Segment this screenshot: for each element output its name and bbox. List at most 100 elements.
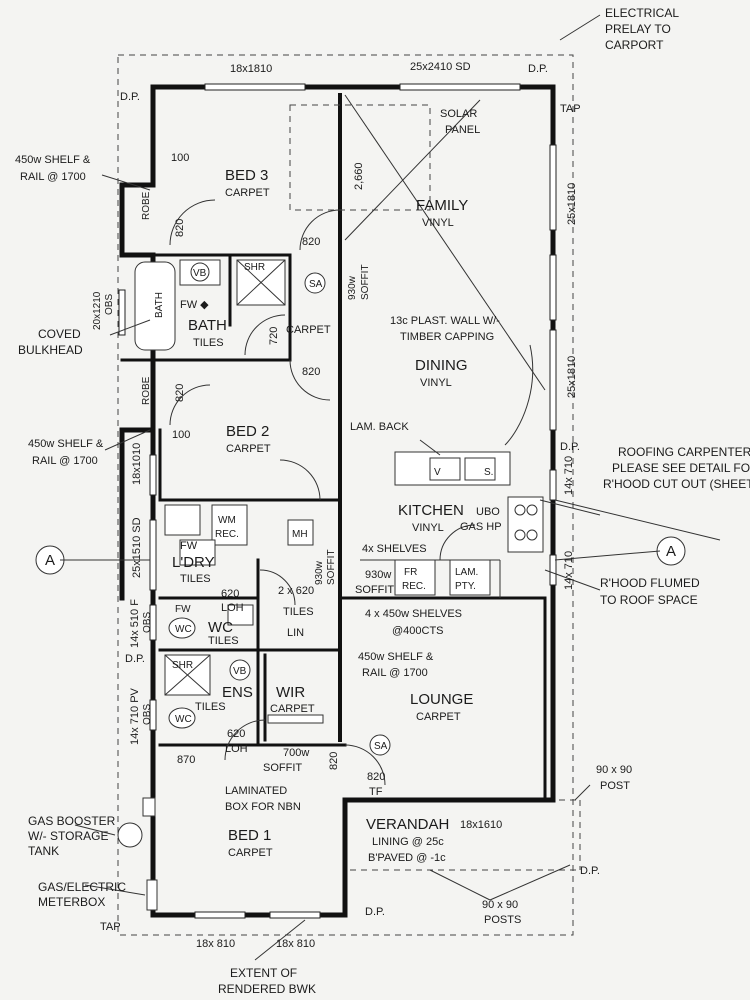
room-ens-floor: TILES <box>195 701 226 713</box>
mh-label: MH <box>292 529 308 540</box>
note-nbn-2: BOX FOR NBN <box>225 801 301 813</box>
soffit-700-2: SOFFIT <box>263 762 302 774</box>
room-lin-floor: TILES <box>283 606 314 618</box>
windows <box>118 83 557 919</box>
tf-820-b: TF <box>369 786 383 798</box>
room-family-floor: VINYL <box>422 217 454 229</box>
room-bed2-name: BED 2 <box>226 423 269 440</box>
sink-s: S. <box>484 467 493 478</box>
shr-bath: SHR <box>244 262 265 273</box>
dim-720: 720 <box>268 327 280 345</box>
dim-820-lounge: 820 <box>328 752 340 770</box>
soffit-700-1: 700w <box>283 747 309 759</box>
note-rhood-2: TO ROOF SPACE <box>600 593 698 607</box>
room-bed3-floor: CARPET <box>225 187 270 199</box>
dim-top-2410: 25x2410 SD <box>410 61 471 73</box>
dp-verandah: D.P. <box>580 865 600 877</box>
room-wc-name: WC <box>208 619 233 636</box>
note-solar-2: PANEL <box>445 124 480 136</box>
dim-820-robe3: 820 <box>174 219 186 237</box>
note-verandah-lining-2: B'PAVED @ -1c <box>368 852 446 864</box>
cooktop <box>507 496 544 553</box>
dim-right-1810-b: 25x1810 <box>566 356 578 398</box>
note-electrical-2: PRELAY TO <box>605 22 671 36</box>
dim-left-710pv: 14x 710 PV <box>129 687 141 745</box>
note-electrical-3: CARPORT <box>605 38 664 52</box>
note-electrical-1: ELECTRICAL <box>605 6 679 20</box>
note-rhood-1: R'HOOD FLUMED <box>600 576 700 590</box>
room-bed1-floor: CARPET <box>228 847 273 859</box>
note-shelf-bed3-2: RAIL @ 1700 <box>20 171 86 183</box>
dp-top-right: D.P. <box>528 63 548 75</box>
dim-top-1810: 18x1810 <box>230 63 272 75</box>
wm-rec: REC. <box>215 529 239 540</box>
wir-shelf <box>267 714 324 724</box>
note-coved-2: BULKHEAD <box>18 343 83 357</box>
leaders <box>60 14 661 961</box>
room-lin-name: LIN <box>287 627 304 639</box>
fw-bath: FW ◆ <box>180 299 209 311</box>
dim-left-1510: 25x1510 SD <box>131 517 143 578</box>
note-post-1: 90 x 90 <box>596 764 632 776</box>
room-dining-floor: VINYL <box>420 377 452 389</box>
room-lounge-floor: CARPET <box>416 711 461 723</box>
robe-bed2: ROBE <box>141 376 152 405</box>
dim-870: 870 <box>177 754 195 766</box>
note-verandah-lining-1: LINING @ 25c <box>372 836 444 848</box>
note-gas-booster-2: W/- STORAGE <box>28 829 108 843</box>
note-posts-2: POSTS <box>484 914 521 926</box>
note-roofing-1: ROOFING CARPENTER <box>618 445 750 459</box>
dp-top-left: D.P. <box>120 91 140 103</box>
site-boundary <box>117 54 574 936</box>
loh-620-2b: LOH <box>225 743 248 755</box>
room-verandah-name: VERANDAH <box>366 816 449 833</box>
note-posts-1: 90 x 90 <box>482 899 518 911</box>
note-rendered-1: EXTENT OF <box>230 966 297 980</box>
note-shelf-bed2-1: 450w SHELF & <box>28 438 104 450</box>
soffit-930-lin-2: SOFFIT <box>326 549 337 585</box>
note-shelf-bed3-1: 450w SHELF & <box>15 154 91 166</box>
note-shelves-lin-1: 4 x 450w SHELVES <box>365 608 462 620</box>
gas-booster <box>142 797 156 817</box>
dim-left-510: 14x 510 F <box>129 599 141 648</box>
dim-820-hall: 820 <box>302 366 320 378</box>
dp-right: D.P. <box>560 441 580 453</box>
loh-620-2a: 620 <box>227 728 245 740</box>
bath-tub <box>134 261 176 351</box>
shr-ens: SHR <box>172 660 193 671</box>
dp-left: D.P. <box>125 653 145 665</box>
dim-right-710-a: 14x 710 <box>563 456 575 495</box>
wm-label: WM <box>218 515 236 526</box>
dp-bottom: D.P. <box>365 906 385 918</box>
bath-fixture-label: BATH <box>154 292 165 318</box>
tap-bottom: TAP <box>100 921 121 933</box>
room-wc-floor: TILES <box>208 635 239 647</box>
fixtures <box>35 259 686 911</box>
note-post-2: POST <box>600 780 630 792</box>
solar-panel-outline <box>289 104 431 211</box>
gashp-label: GAS HP <box>460 521 502 533</box>
note-roofing-2: PLEASE SEE DETAIL FOR <box>612 461 750 475</box>
ubo-label: UBO <box>476 506 500 518</box>
room-ldry-name: L'DRY <box>172 554 215 571</box>
lam-back-label: LAM. BACK <box>350 421 409 433</box>
note-shelves-lin-2: @400CTS <box>392 625 444 637</box>
fw-ldry: FW <box>180 540 198 552</box>
dim-left-1010: 18x1010 <box>131 443 143 485</box>
tap-top: TAP <box>560 103 581 115</box>
room-wir-floor: CARPET <box>270 703 315 715</box>
four-shelves-label: 4x SHELVES <box>362 543 427 555</box>
note-shelf-bed2-2: RAIL @ 1700 <box>32 455 98 467</box>
soffit-930-kitchen-2: SOFFIT <box>355 584 394 596</box>
smoke-alarm-2 <box>369 734 391 756</box>
sa-label-1: SA <box>309 279 323 290</box>
note-meterbox-1: GAS/ELECTRIC <box>38 880 126 894</box>
note-nbn-1: LAMINATED <box>225 785 287 797</box>
room-wir-name: WIR <box>276 684 305 701</box>
tf-820-a: 820 <box>367 771 385 783</box>
soffit-930-family-2: SOFFIT <box>360 264 371 300</box>
room-kitchen-floor: VINYL <box>412 522 444 534</box>
dim-2x620: 2 x 620 <box>278 585 314 597</box>
note-shelf-wir-1: 450w SHELF & <box>358 651 434 663</box>
